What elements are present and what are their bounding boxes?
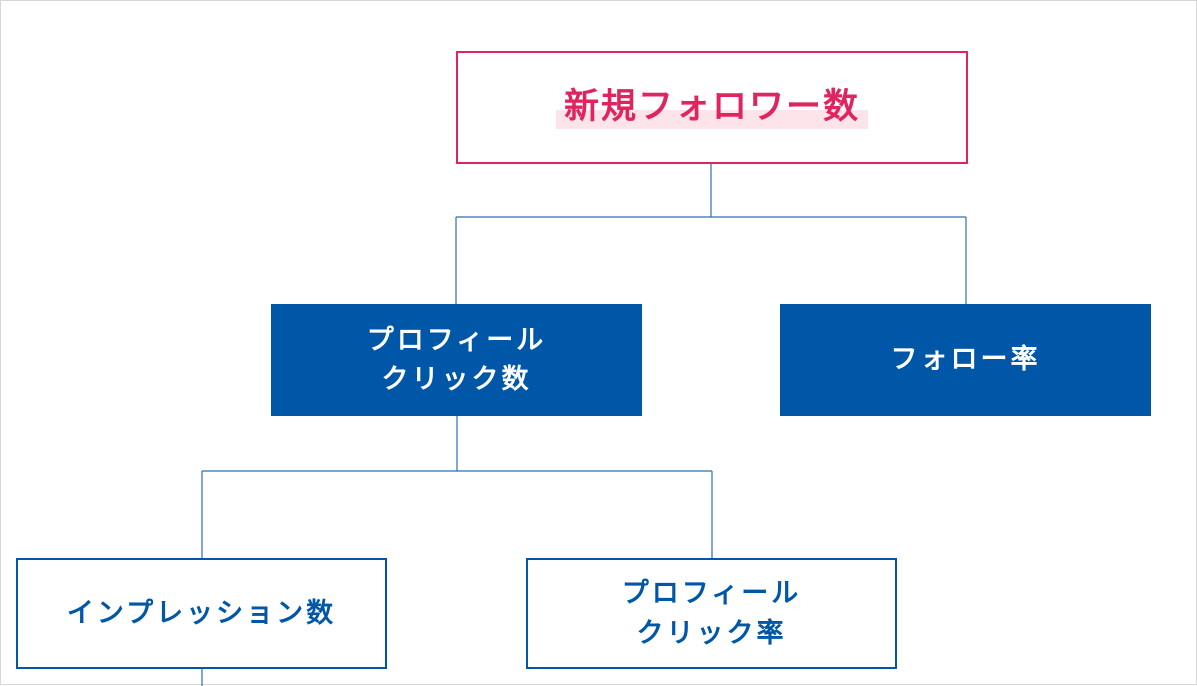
node-follow-rate: フォロー率 (780, 304, 1151, 416)
node-profile-click-rate-label: プロフィール クリック率 (621, 578, 802, 649)
node-impressions: インプレッション数 (16, 558, 387, 669)
node-profile-clicks-label: プロフィール クリック数 (366, 324, 547, 395)
node-follow-rate-label: フォロー率 (890, 344, 1041, 376)
node-profile-click-rate: プロフィール クリック率 (526, 558, 897, 669)
node-new-followers: 新規フォロワー数 (456, 51, 968, 164)
node-impressions-label: インプレッション数 (66, 597, 337, 629)
node-new-followers-label: 新規フォロワー数 (555, 82, 868, 133)
node-profile-clicks: プロフィール クリック数 (271, 304, 642, 416)
